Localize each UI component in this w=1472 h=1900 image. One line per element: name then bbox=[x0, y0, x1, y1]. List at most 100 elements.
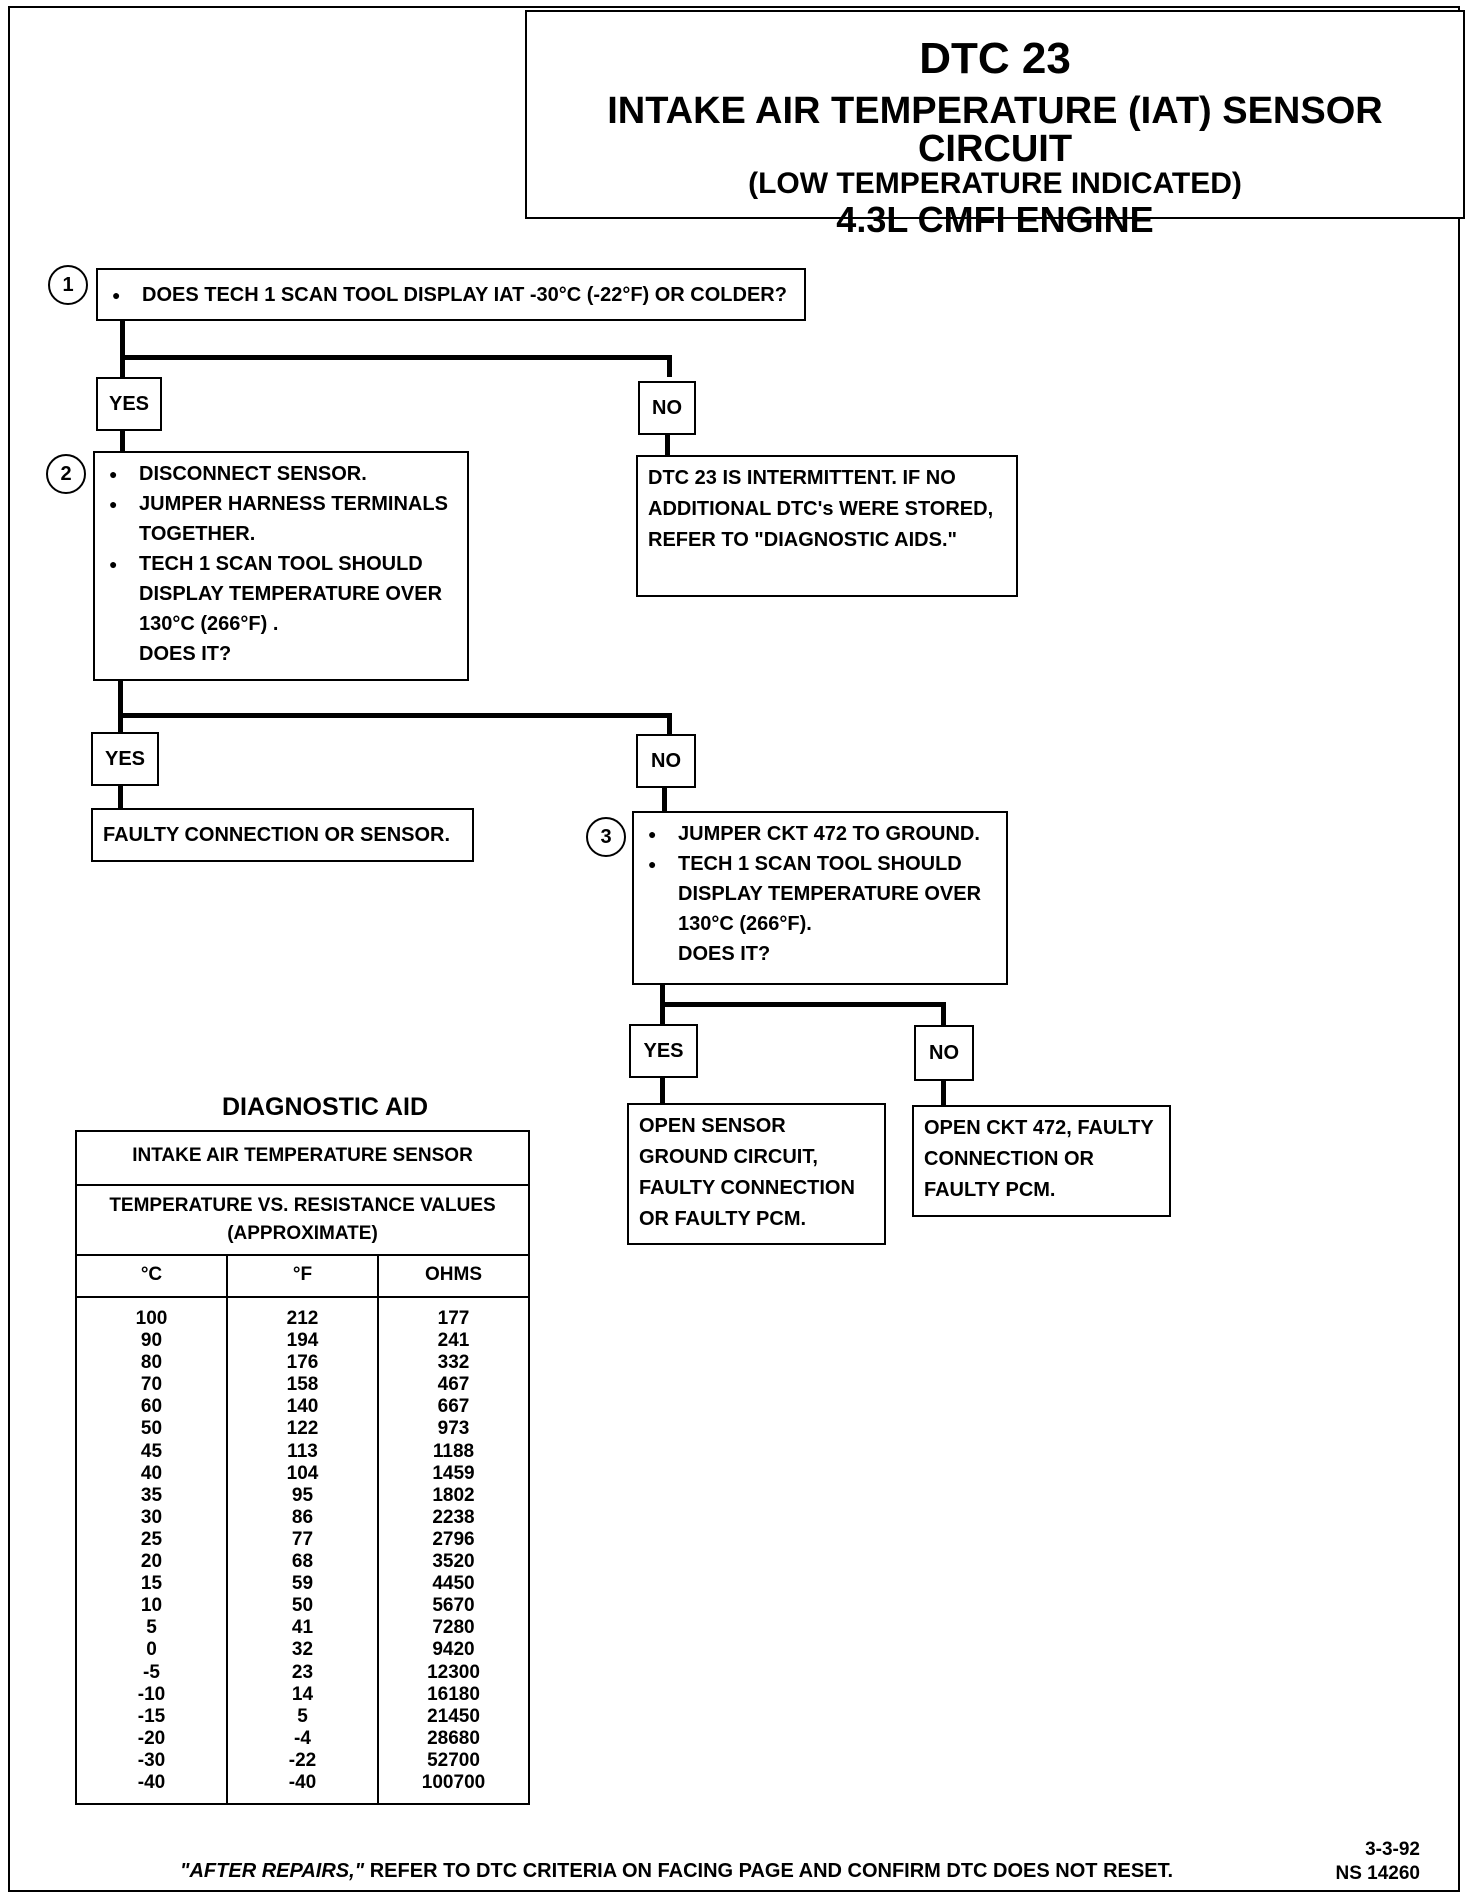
step-1-question: DOES TECH 1 SCAN TOOL DISPLAY IAT -30°C … bbox=[96, 268, 806, 321]
connector bbox=[667, 355, 672, 377]
step-3-bullet-2: TECH 1 SCAN TOOL SHOULD DISPLAY TEMPERAT… bbox=[644, 849, 996, 939]
yes-label-2: YES bbox=[91, 732, 159, 786]
cell-ohms: 332 bbox=[437, 1352, 470, 1374]
cell-celsius: 30 bbox=[140, 1506, 163, 1528]
condition-title: (LOW TEMPERATURE INDICATED) bbox=[748, 167, 1242, 200]
step-2-question: DISCONNECT SENSOR. JUMPER HARNESS TERMIN… bbox=[93, 451, 469, 681]
connector bbox=[118, 786, 123, 808]
cell-celsius: 25 bbox=[140, 1528, 163, 1550]
cell-ohms: 7280 bbox=[432, 1617, 475, 1639]
cell-fahrenheit: 77 bbox=[291, 1528, 314, 1550]
col-header-ohms: OHMS bbox=[377, 1256, 528, 1296]
cell-ohms: 100700 bbox=[421, 1771, 486, 1793]
connector bbox=[667, 713, 672, 735]
col-header-celsius: °C bbox=[140, 1264, 163, 1285]
document-number: NS 14260 bbox=[1335, 1863, 1420, 1884]
step-2-marker: 2 bbox=[46, 454, 86, 494]
document-date: 3-3-92 bbox=[1365, 1839, 1420, 1860]
cell-ohms: 28680 bbox=[427, 1727, 480, 1749]
cell-ohms: 1459 bbox=[432, 1462, 475, 1484]
cell-fahrenheit: 32 bbox=[291, 1639, 314, 1661]
cell-ohms: 9420 bbox=[432, 1639, 475, 1661]
connector bbox=[120, 321, 125, 377]
cell-ohms: 52700 bbox=[427, 1749, 480, 1771]
cell-celsius: -10 bbox=[137, 1683, 166, 1705]
cell-ohms: 1188 bbox=[432, 1440, 475, 1462]
diagnostic-aid-title: DIAGNOSTIC AID bbox=[221, 1093, 429, 1121]
cell-fahrenheit: 158 bbox=[286, 1374, 319, 1396]
connector bbox=[662, 788, 667, 812]
connector bbox=[665, 435, 670, 455]
cell-ohms: 973 bbox=[437, 1418, 470, 1440]
diagnostic-aid-table: INTAKE AIR TEMPERATURE SENSOR TEMPERATUR… bbox=[75, 1130, 530, 1805]
engine-title: 4.3L CMFI ENGINE bbox=[836, 199, 1154, 240]
aid-heading-sensor: INTAKE AIR TEMPERATURE SENSOR bbox=[77, 1132, 528, 1186]
step-3-ask: DOES IT? bbox=[678, 943, 771, 965]
connector bbox=[120, 431, 125, 453]
result-open-ckt: OPEN CKT 472, FAULTY CONNECTION OR FAULT… bbox=[912, 1105, 1171, 1217]
cell-fahrenheit: 23 bbox=[291, 1661, 314, 1683]
connector bbox=[118, 713, 672, 718]
footer-text: REFER TO DTC CRITERIA ON FACING PAGE AND… bbox=[364, 1860, 1174, 1882]
connector bbox=[941, 1081, 946, 1107]
result-intermittent: DTC 23 IS INTERMITTENT. IF NO ADDITIONAL… bbox=[636, 455, 1018, 597]
cell-fahrenheit: 113 bbox=[287, 1440, 318, 1462]
cell-fahrenheit: 5 bbox=[297, 1705, 308, 1727]
connector bbox=[118, 681, 123, 736]
cell-fahrenheit: -4 bbox=[294, 1727, 311, 1749]
cell-ohms: 667 bbox=[437, 1396, 470, 1418]
cell-fahrenheit: 212 bbox=[286, 1308, 319, 1329]
cell-ohms: 2796 bbox=[432, 1528, 475, 1550]
cell-celsius: 45 bbox=[140, 1440, 163, 1462]
cell-celsius: 10 bbox=[140, 1595, 163, 1617]
cell-ohms: 241 bbox=[437, 1330, 470, 1352]
connector bbox=[941, 1002, 946, 1026]
step-2-bullet-1: DISCONNECT SENSOR. bbox=[105, 459, 457, 489]
cell-fahrenheit: 122 bbox=[286, 1418, 319, 1440]
cell-fahrenheit: 95 bbox=[291, 1484, 314, 1506]
cell-celsius: -40 bbox=[137, 1771, 166, 1793]
document-code: 3-3-92 NS 14260 bbox=[1310, 1838, 1420, 1886]
cell-celsius: 60 bbox=[140, 1396, 163, 1418]
result-open-ground: OPEN SENSOR GROUND CIRCUIT, FAULTY CONNE… bbox=[627, 1103, 886, 1245]
yes-label-1: YES bbox=[96, 377, 162, 431]
aid-heading-values-line2: (APPROXIMATE) bbox=[227, 1223, 378, 1244]
cell-celsius: 35 bbox=[140, 1484, 163, 1506]
page-frame bbox=[8, 6, 1460, 1892]
cell-celsius: -30 bbox=[137, 1749, 166, 1771]
cell-celsius: 80 bbox=[140, 1352, 163, 1374]
cell-fahrenheit: 176 bbox=[286, 1352, 319, 1374]
cell-celsius: 0 bbox=[146, 1639, 157, 1661]
cell-fahrenheit: -22 bbox=[288, 1749, 317, 1771]
cell-ohms: 21450 bbox=[427, 1705, 480, 1727]
no-label-1: NO bbox=[638, 381, 696, 435]
aid-heading-values-line1: TEMPERATURE VS. RESISTANCE VALUES bbox=[109, 1195, 496, 1216]
step-3-question: JUMPER CKT 472 TO GROUND. TECH 1 SCAN TO… bbox=[632, 811, 1008, 985]
cell-fahrenheit: 86 bbox=[291, 1506, 314, 1528]
step-3-bullet-1: JUMPER CKT 472 TO GROUND. bbox=[644, 819, 996, 849]
no-label-3: NO bbox=[914, 1025, 974, 1081]
cell-celsius: -5 bbox=[143, 1661, 160, 1683]
yes-label-3: YES bbox=[629, 1024, 698, 1078]
aid-heading-values: TEMPERATURE VS. RESISTANCE VALUES (APPRO… bbox=[77, 1186, 528, 1256]
cell-fahrenheit: 41 bbox=[291, 1617, 314, 1639]
cell-fahrenheit: 140 bbox=[286, 1396, 319, 1418]
cell-fahrenheit: 14 bbox=[291, 1683, 314, 1705]
step-2-ask: DOES IT? bbox=[139, 643, 232, 665]
cell-ohms: 177 bbox=[437, 1308, 470, 1329]
cell-celsius: -15 bbox=[137, 1705, 166, 1727]
cell-fahrenheit: 104 bbox=[286, 1462, 319, 1484]
step-1-text: DOES TECH 1 SCAN TOOL DISPLAY IAT -30°C … bbox=[108, 280, 794, 310]
cell-celsius: 50 bbox=[140, 1418, 163, 1440]
step-2-bullet-2: JUMPER HARNESS TERMINALS TOGETHER. bbox=[105, 489, 457, 549]
cell-celsius: -20 bbox=[137, 1727, 166, 1749]
cell-celsius: 5 bbox=[146, 1617, 157, 1639]
result-faulty-connection: FAULTY CONNECTION OR SENSOR. bbox=[91, 808, 474, 862]
connector bbox=[660, 1002, 946, 1007]
connector bbox=[660, 1078, 665, 1104]
cell-ohms: 5670 bbox=[432, 1595, 475, 1617]
